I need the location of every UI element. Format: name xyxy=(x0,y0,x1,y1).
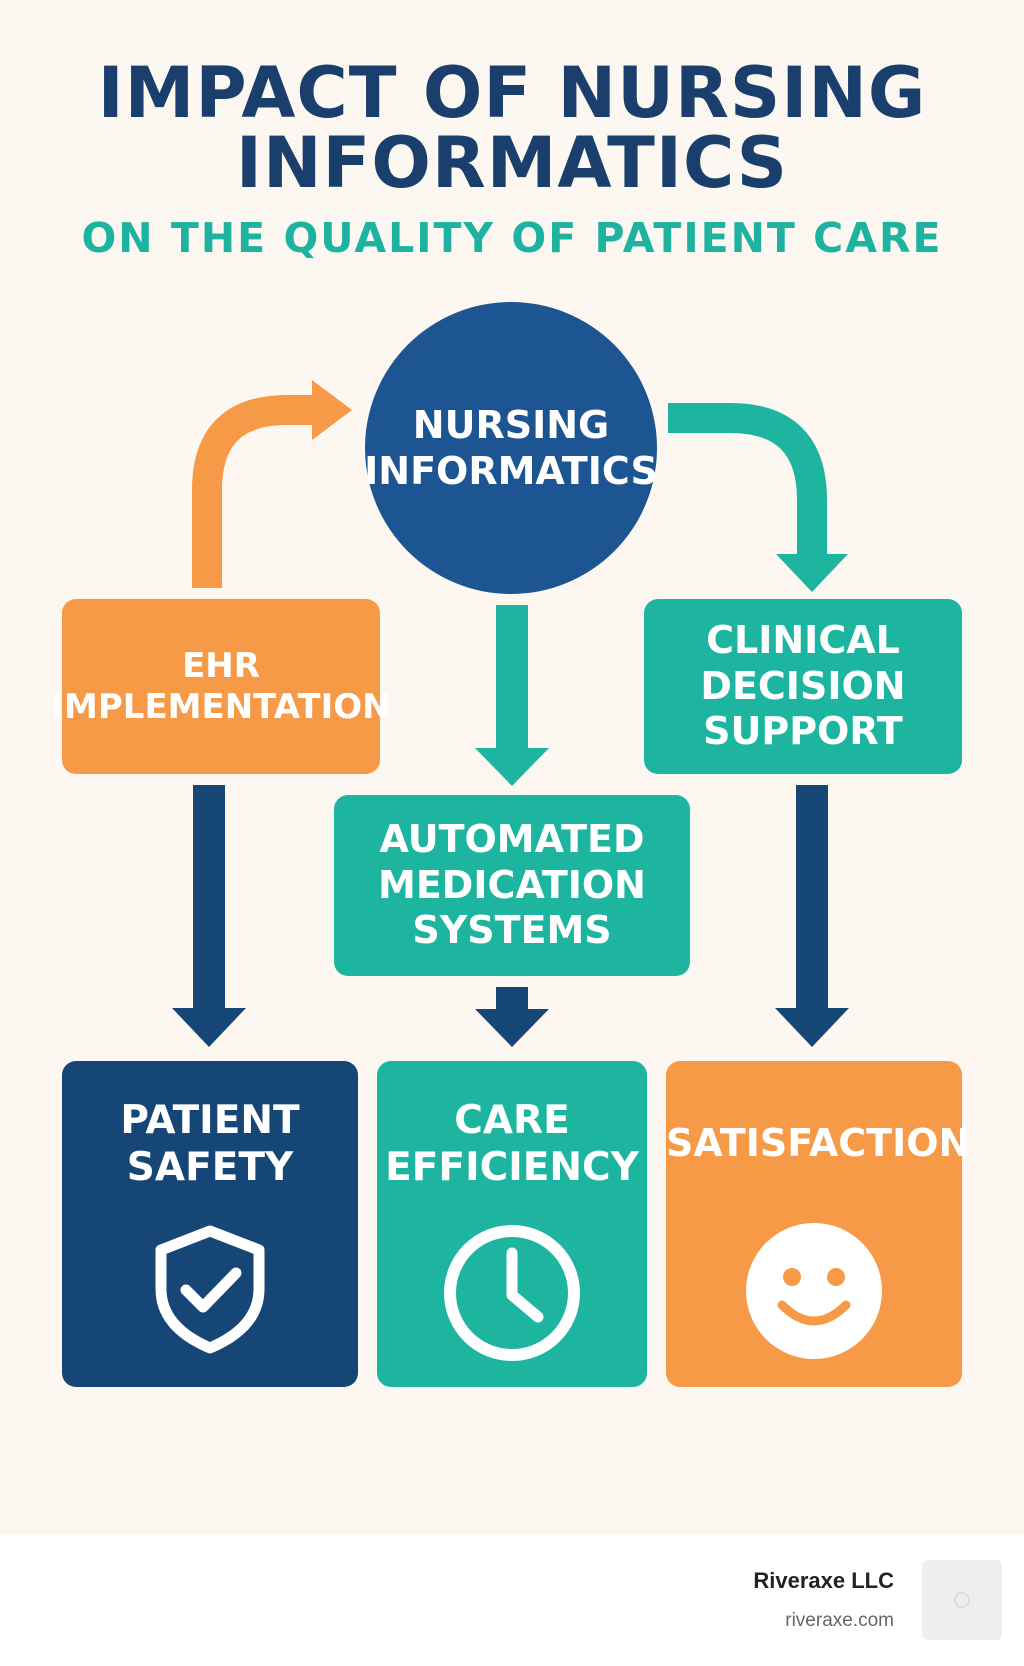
hub-label: NURSING INFORMATICS xyxy=(364,402,658,493)
title-line-1: IMPACT OF NURSING xyxy=(97,52,927,134)
ehr-implementation-box: EHR IMPLEMENTATION xyxy=(51,599,391,774)
care-efficiency-card: CARE EFFICIENCY xyxy=(377,1061,647,1387)
company-logo xyxy=(922,1560,1002,1640)
clinical-decision-support-label: CLINICAL DECISION SUPPORT xyxy=(700,618,906,754)
hub-to-medication-arrow xyxy=(475,605,549,786)
ehr-implementation-label: EHR IMPLEMENTATION xyxy=(51,645,391,727)
automated-medication-systems-box: AUTOMATED MEDICATION SYSTEMS xyxy=(334,795,690,976)
subtitle: ON THE QUALITY OF PATIENT CARE xyxy=(81,214,943,262)
clinical-decision-support-box: CLINICAL DECISION SUPPORT xyxy=(644,599,962,774)
cds-to-satisfaction-arrow xyxy=(775,785,849,1047)
title-line-2: INFORMATICS xyxy=(235,122,789,204)
automated-medication-systems-label: AUTOMATED MEDICATION SYSTEMS xyxy=(378,817,646,953)
nursing-informatics-hub: NURSING INFORMATICS xyxy=(364,302,658,594)
shield-check-icon xyxy=(145,1221,275,1361)
footer: Riveraxe LLC riveraxe.com xyxy=(0,1535,1024,1666)
patient-safety-label: PATIENT SAFETY xyxy=(120,1098,300,1190)
company-name: Riveraxe LLC xyxy=(753,1568,894,1593)
satisfaction-card: SATISFACTION xyxy=(666,1061,971,1387)
ehr-to-safety-arrow xyxy=(172,785,246,1047)
infographic-poster: IMPACT OF NURSING INFORMATICS ON THE QUA… xyxy=(0,0,1024,1535)
flow-arrows xyxy=(172,380,849,1047)
clock-icon xyxy=(440,1221,584,1369)
medication-to-efficiency-arrow xyxy=(475,987,549,1047)
smiley-face-icon xyxy=(744,1221,884,1365)
hub-to-cds-arrow xyxy=(668,403,848,592)
logo-icon xyxy=(954,1592,970,1608)
company-url[interactable]: riveraxe.com xyxy=(785,1610,894,1631)
satisfaction-label: SATISFACTION xyxy=(666,1121,971,1165)
care-efficiency-label: CARE EFFICIENCY xyxy=(385,1098,639,1190)
ehr-to-hub-arrow xyxy=(192,380,352,588)
patient-safety-card: PATIENT SAFETY xyxy=(62,1061,358,1387)
